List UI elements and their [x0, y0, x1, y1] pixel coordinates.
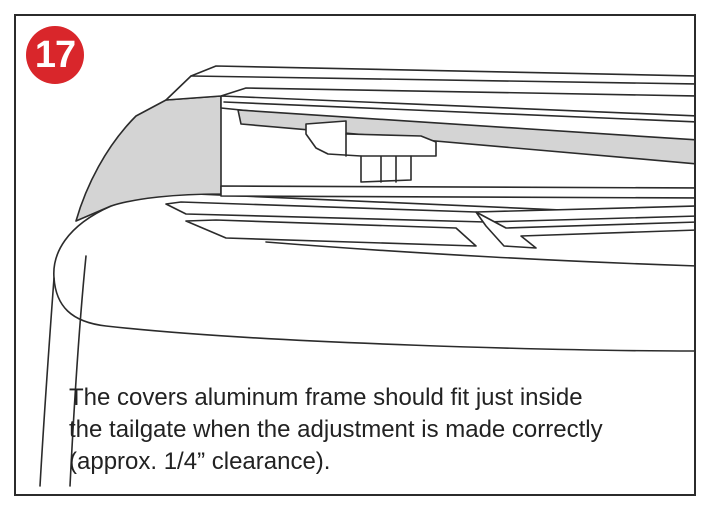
- cover-slat-5: [265, 241, 694, 267]
- tailgate-top-rail-line: [190, 75, 694, 85]
- step-number-badge: 17: [26, 26, 84, 84]
- caption-line-2: the tailgate when the adjustment is made…: [69, 416, 603, 443]
- caption-line-1: The covers aluminum frame should fit jus…: [69, 384, 583, 411]
- clamp-bracket-detail: [345, 133, 412, 183]
- cover-frame-underside: [237, 109, 694, 165]
- clamp-bracket: [305, 120, 437, 183]
- cover-slat-2: [165, 201, 694, 223]
- cover-slat-3: [185, 219, 477, 247]
- tailgate-side-edge-inner: [69, 255, 87, 487]
- cover-slat-4: [475, 211, 694, 249]
- cover-frame-edge: [223, 101, 694, 123]
- tailgate-side-edge: [39, 277, 55, 487]
- caption-line-3: (approx. 1/4” clearance).: [69, 448, 331, 475]
- tailgate-illustration: [39, 65, 694, 487]
- cover-slat-1: [220, 185, 694, 199]
- tailgate-top-rail: [165, 65, 694, 101]
- instruction-panel: 17 The covers aluminum frame should fit …: [14, 14, 696, 496]
- instruction-caption: The covers aluminum frame should fit jus…: [69, 382, 679, 478]
